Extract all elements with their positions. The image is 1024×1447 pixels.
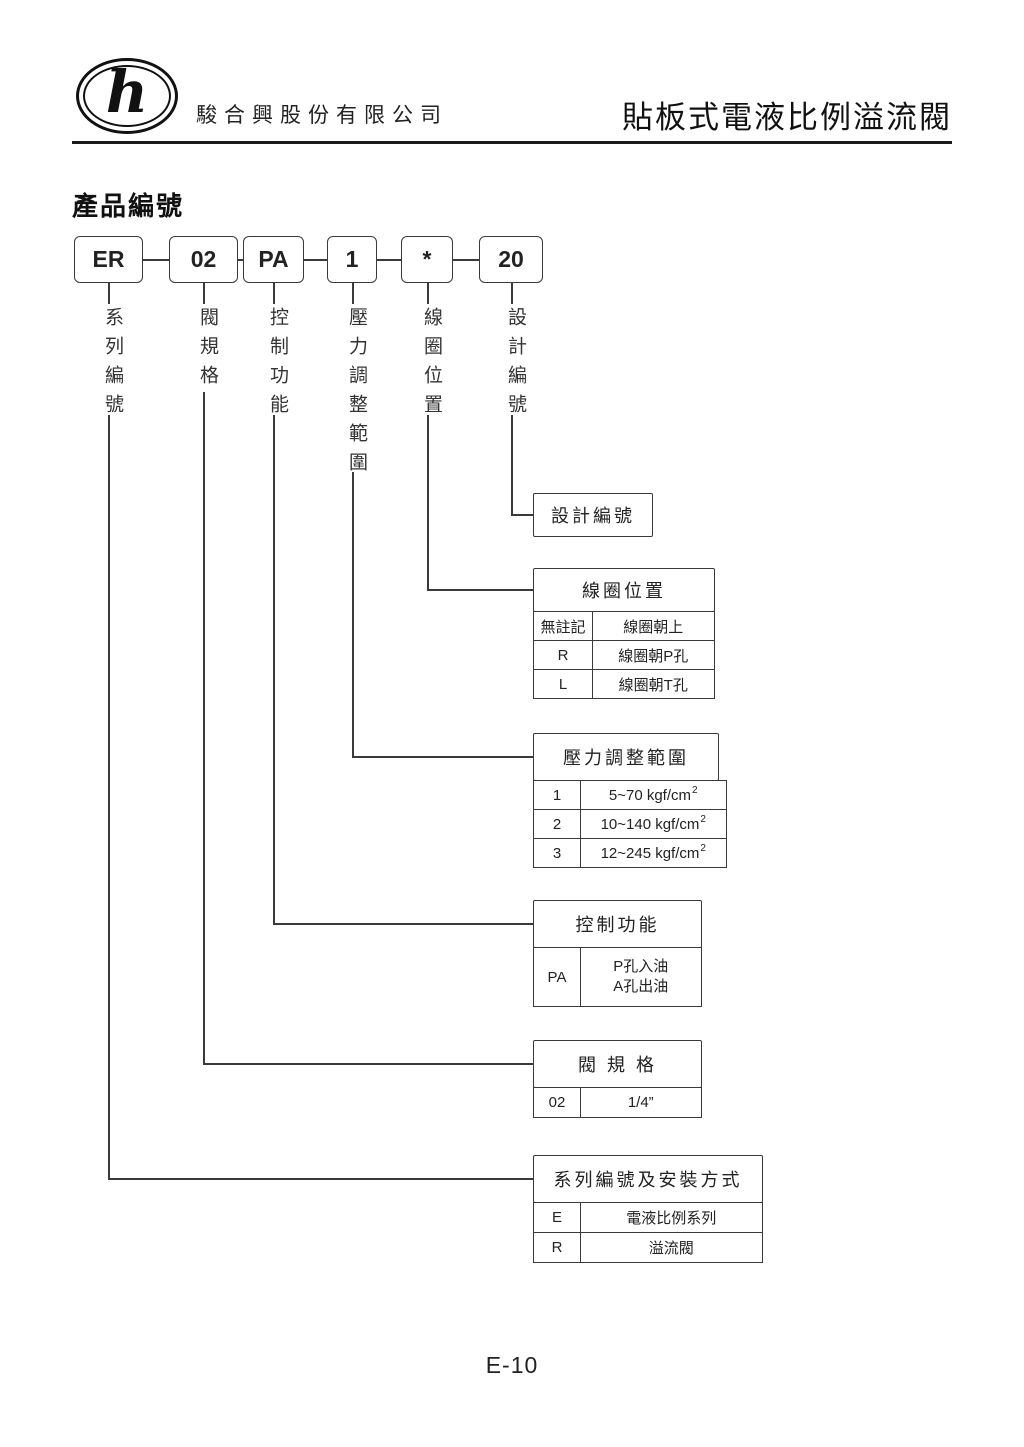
series-mounting-table-title: 系列編號及安裝方式 — [533, 1155, 763, 1203]
desc-cell: 線圈朝上 — [591, 611, 715, 641]
code-box-series: ER — [74, 236, 143, 283]
desc-line: A孔出油 — [613, 978, 669, 995]
code-label-function: 控制功能 — [267, 307, 288, 423]
desc-cell: 線圈朝T孔 — [591, 669, 715, 699]
code-cell: 1 — [533, 780, 581, 810]
connector-line — [143, 259, 169, 261]
code-cell: R — [533, 640, 593, 670]
connector-line — [238, 259, 243, 261]
connector-line — [108, 1178, 533, 1180]
coil-position-table-title: 線圈位置 — [533, 568, 715, 612]
connector-line — [511, 415, 513, 515]
desc-cell: 線圈朝P孔 — [591, 640, 715, 670]
table-row: 02 1/4” — [533, 1087, 702, 1118]
connector-line — [273, 923, 533, 925]
section-title: 產品編號 — [72, 191, 185, 221]
table-row: L 線圈朝T孔 — [533, 669, 715, 699]
connector-line — [273, 283, 275, 304]
code-label-size: 閥規格 — [197, 307, 218, 394]
code-box-pressure: 1 — [327, 236, 377, 283]
code-cell: L — [533, 669, 593, 699]
connector-line — [352, 472, 354, 757]
desc-line: P孔入油 — [613, 957, 669, 975]
logo-letter: h — [105, 58, 149, 126]
code-cell: R — [533, 1232, 581, 1263]
desc-cell: 電液比例系列 — [579, 1202, 763, 1233]
design-number-table-title: 設計編號 — [533, 493, 653, 537]
connector-line — [304, 259, 327, 261]
table-row: PA P孔入油 A孔出油 — [533, 947, 702, 1007]
code-cell: 2 — [533, 809, 581, 839]
desc-cell: 1/4” — [579, 1087, 702, 1118]
code-cell: 無註記 — [533, 611, 593, 641]
pressure-value: 12~245 kgf/cm — [600, 844, 700, 862]
code-cell: E — [533, 1202, 581, 1233]
company-logo — [76, 58, 178, 134]
company-name: 駿合興股份有限公司 — [196, 103, 448, 127]
page-number: E-10 — [485, 1352, 539, 1378]
pressure-value: 10~140 kgf/cm — [600, 815, 700, 833]
header-divider — [72, 141, 952, 144]
connector-line — [511, 283, 513, 304]
connector-line — [427, 283, 429, 304]
connector-line — [427, 589, 533, 591]
connector-line — [427, 415, 429, 590]
logo-inner-ring — [83, 65, 171, 127]
connector-line — [511, 514, 533, 516]
code-cell: 3 — [533, 838, 581, 868]
desc-cell: 溢流閥 — [579, 1232, 763, 1263]
table-row: R 線圈朝P孔 — [533, 640, 715, 670]
valve-size-table-title: 閥 規 格 — [533, 1040, 702, 1088]
code-box-function: PA — [243, 236, 304, 283]
desc-cell: P孔入油 A孔出油 — [579, 947, 702, 1007]
connector-line — [377, 259, 401, 261]
code-label-coil: 線圈位置 — [421, 307, 442, 423]
page-title: 貼板式電液比例溢流閥 — [622, 100, 952, 135]
connector-line — [273, 415, 275, 924]
code-box-size: 02 — [169, 236, 238, 283]
code-box-coil: * — [401, 236, 453, 283]
connector-line — [352, 756, 533, 758]
connector-line — [352, 283, 354, 304]
control-function-table-title: 控制功能 — [533, 900, 702, 948]
table-row: E 電液比例系列 — [533, 1202, 763, 1233]
code-label-design: 設計編號 — [505, 307, 526, 423]
code-label-pressure: 壓力調整範圍 — [346, 307, 367, 481]
pressure-value: 5~70 kgf/cm — [608, 786, 692, 804]
table-row: 無註記 線圈朝上 — [533, 611, 715, 641]
connector-line — [203, 392, 205, 1064]
connector-line — [203, 283, 205, 304]
code-cell: PA — [533, 947, 581, 1007]
table-row: R 溢流閥 — [533, 1232, 763, 1263]
pressure-range-table-title: 壓力調整範圍 — [533, 733, 719, 781]
connector-line — [108, 415, 110, 1179]
code-cell: 02 — [533, 1087, 581, 1118]
code-label-series: 系列編號 — [102, 307, 123, 423]
connector-line — [453, 259, 479, 261]
connector-line — [108, 283, 110, 304]
connector-line — [203, 1063, 533, 1065]
code-box-design: 20 — [479, 236, 543, 283]
